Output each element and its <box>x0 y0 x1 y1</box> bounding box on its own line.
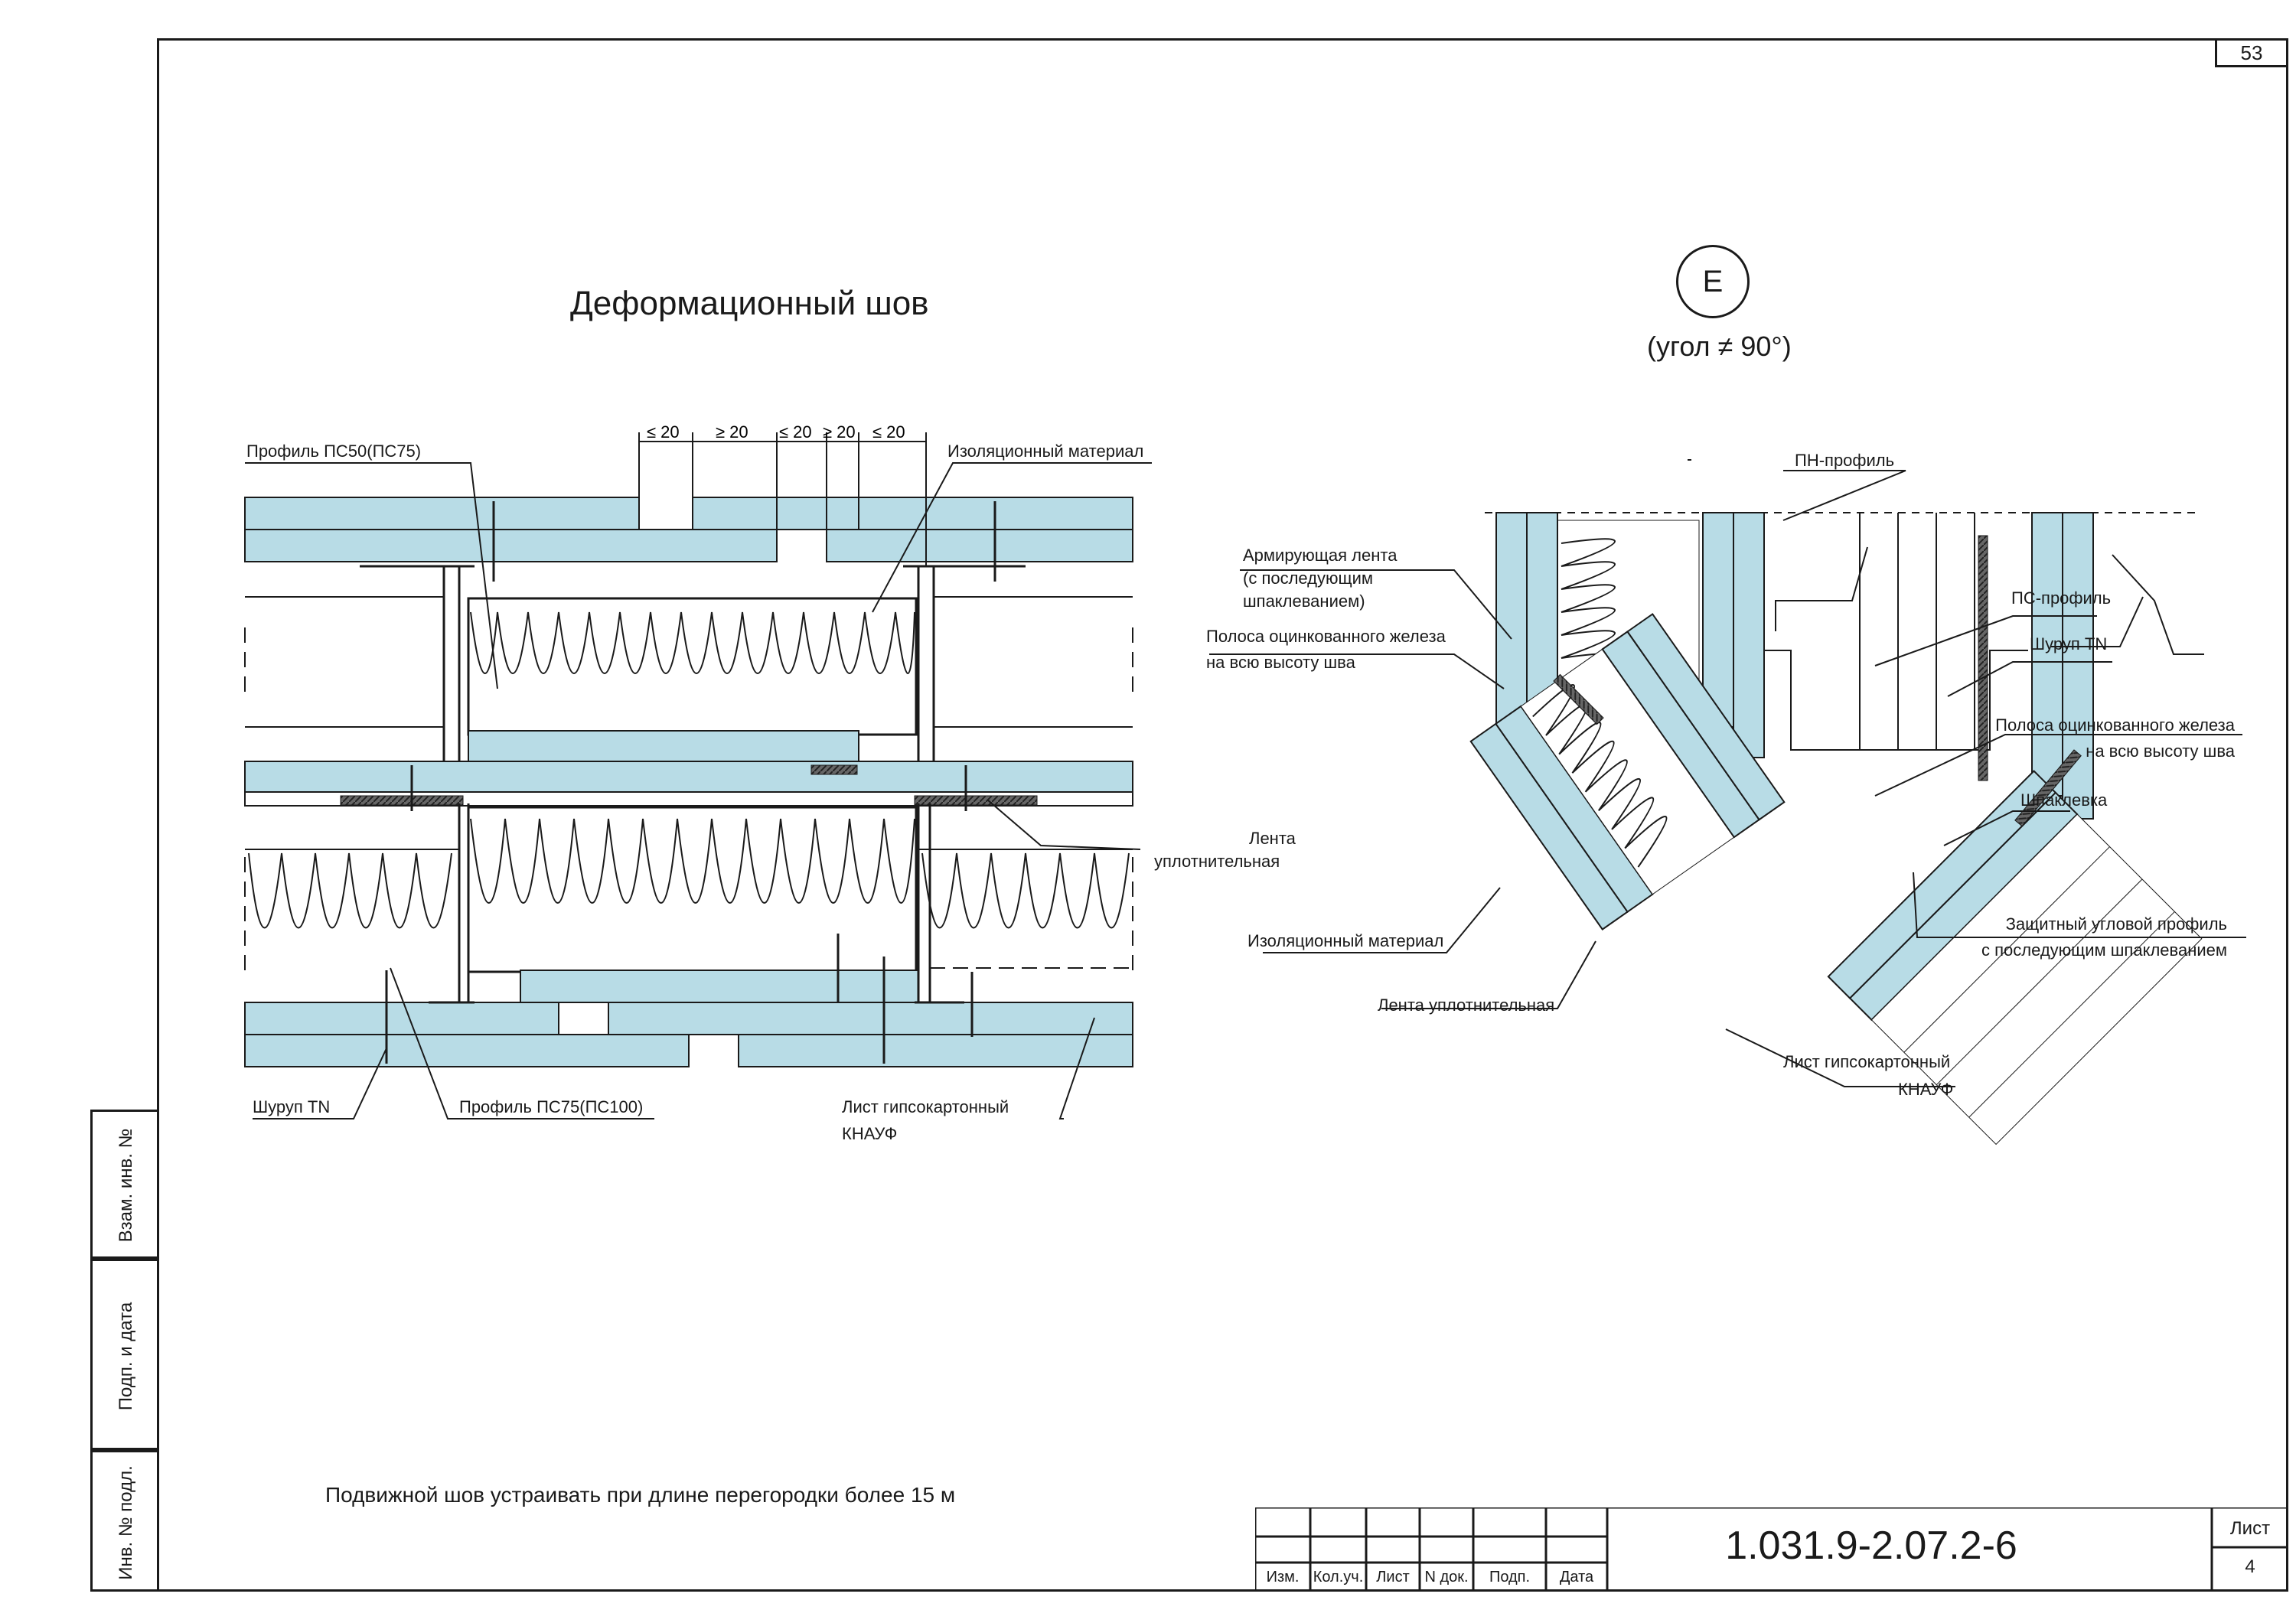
document-number: 1.031.9-2.07.2-6 <box>1725 1524 2017 1568</box>
label-sheet-left-1: Лист гипсокартонный <box>842 1097 1009 1116</box>
dimension-line <box>638 432 927 566</box>
label-strip-left-1: Полоса оцинкованного железа <box>1206 627 1446 646</box>
page-title: Деформационный шов <box>570 285 929 322</box>
label-corner-profile-2: с последующим шпаклеванием <box>1981 940 2227 960</box>
upper-insulation <box>470 611 915 674</box>
side-stamp-signature: Подп. и дата <box>90 1259 157 1450</box>
label-sheet-right-1: Лист гипсокартонный <box>1783 1052 1951 1071</box>
label-insulation-top: Изоляционный материал <box>947 442 1144 461</box>
label-strip-right-2: на всю высоту шва <box>2086 741 2235 761</box>
corner-joint-drawing <box>1469 459 2204 1146</box>
studs-lower <box>429 803 964 1004</box>
expansion-joint-drawing: ≤ 20 ≥ 20 ≤ 20 ≥ 20 ≤ 20 <box>244 422 1152 1119</box>
upper-board-layer <box>244 497 1133 562</box>
corner-tapes <box>1553 535 2082 827</box>
label-reinforcing-tape-3: шпаклеванием) <box>1243 592 1365 611</box>
label-profile-bottom: Профиль ПС75(ПС100) <box>459 1097 644 1116</box>
dim-2: ≥ 20 <box>716 422 748 442</box>
corner-insulation-top <box>1561 538 1616 682</box>
label-profile-top: Профиль ПС50(ПС75) <box>246 442 422 461</box>
dim-5: ≤ 20 <box>872 422 905 442</box>
page-number: 53 <box>2215 38 2288 67</box>
label-sheet-left-2: КНАУФ <box>842 1124 898 1143</box>
title-block-grid <box>1255 1507 2288 1592</box>
col-sheet: Лист <box>1376 1569 1410 1586</box>
corner-angled-left <box>1469 613 1786 930</box>
label-ps-profile: ПС-профиль <box>2011 588 2112 608</box>
studs-upper <box>360 565 1026 767</box>
label-sealing-tape-1: Лента <box>1249 829 1296 848</box>
screws <box>385 501 996 1064</box>
sheet-label: Лист <box>2229 1518 2271 1539</box>
label-sealing-tape-2: уплотнительная <box>1154 852 1280 871</box>
col-date: Дата <box>1559 1569 1594 1586</box>
label-sheet-right-2: КНАУФ <box>1898 1080 1954 1099</box>
drawing-frame <box>157 38 2288 1592</box>
label-reinforcing-tape-2: (с последующим <box>1243 569 1374 588</box>
label-pn-profile: ПН-профиль <box>1795 451 1895 470</box>
side-stamp-original: Инв. № подл. <box>90 1450 157 1592</box>
label-reinforcing-tape-1: Армирующая лента <box>1243 546 1397 565</box>
dim-1: ≤ 20 <box>647 422 680 442</box>
angle-note: (угол ≠ 90°) <box>1647 331 1792 362</box>
label-strip-left-2: на всю высоту шва <box>1206 653 1355 672</box>
corner-angled-right <box>1827 770 2203 1146</box>
label-putty: Шпаклевка <box>2020 790 2108 810</box>
label-strip-right-1: Полоса оцинкованного железа <box>1995 715 2235 735</box>
col-signature: Подп. <box>1489 1569 1531 1586</box>
col-count: Кол.уч. <box>1313 1569 1364 1586</box>
title-block: Изм. Кол.уч. Лист N док. Подп. Дата 1.03… <box>1255 1507 2288 1592</box>
lower-insulation-left <box>248 852 452 929</box>
label-screw-right: Шуруп TN <box>2030 634 2108 653</box>
label-corner-profile-1: Защитный угловой профиль <box>2005 914 2227 934</box>
label-screw-left: Шуруп TN <box>253 1097 331 1116</box>
left-leaders <box>245 462 1152 1119</box>
label-insulation-right: Изоляционный материал <box>1247 931 1444 950</box>
right-leaders <box>1688 459 2204 655</box>
sheet-number: 4 <box>2245 1556 2255 1577</box>
dim-4: ≥ 20 <box>823 422 856 442</box>
col-doc: N док. <box>1424 1569 1469 1586</box>
col-change: Изм. <box>1266 1569 1300 1586</box>
detail-marker: Е <box>1676 245 1750 318</box>
detail-marker-letter: Е <box>1702 264 1724 298</box>
middle-board-layer <box>244 730 1133 807</box>
side-stamp-replacement: Взам. инв. № <box>90 1110 157 1259</box>
sealing-tapes <box>340 764 1038 806</box>
lower-insulation-center <box>470 818 915 904</box>
lower-board-layer <box>244 970 1133 1067</box>
label-sealing-tape-right: Лента уплотнительная <box>1378 996 1555 1015</box>
dim-3: ≤ 20 <box>779 422 812 442</box>
footnote: Подвижной шов устраивать при длине перег… <box>325 1483 956 1507</box>
lower-insulation-right <box>921 852 1130 929</box>
